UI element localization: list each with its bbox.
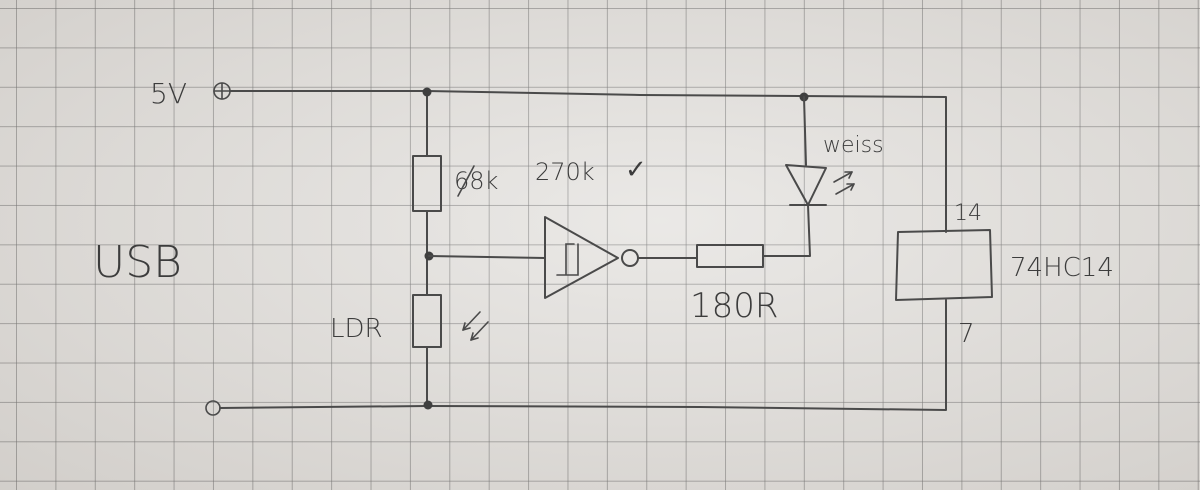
node-supply xyxy=(422,87,432,97)
series-resistor-symbol xyxy=(696,244,764,268)
supply-terminal xyxy=(213,82,231,100)
light-arrows-icon xyxy=(462,311,489,341)
schmitt-inverter-symbol xyxy=(544,216,639,299)
ldr-label: LDR xyxy=(330,314,383,344)
ground-rail xyxy=(219,299,947,411)
trigger-input-wire xyxy=(428,255,546,259)
strike-through xyxy=(457,165,475,197)
check-mark: ✓ xyxy=(625,155,647,185)
led-symbol xyxy=(785,164,827,206)
series-resistor-value: 180R xyxy=(690,286,779,326)
ground-terminal xyxy=(205,400,221,416)
supply-rail xyxy=(229,90,947,233)
output-wire xyxy=(637,204,811,259)
ldr-symbol xyxy=(412,294,442,348)
pin-gnd-label: 7 xyxy=(958,319,975,349)
node-ground xyxy=(423,400,433,410)
supply-label: 5V xyxy=(150,77,187,110)
ic-part-label: 74HC14 xyxy=(1010,253,1114,283)
fixed-resistor-value: 270k xyxy=(535,158,595,186)
led-color-label: weiss xyxy=(823,133,884,158)
usb-label: USB xyxy=(93,237,182,288)
led-wire-top xyxy=(803,96,807,166)
ic-package-symbol xyxy=(895,229,993,301)
fixed-resistor-symbol xyxy=(412,155,442,212)
pin-vcc-label: 14 xyxy=(954,201,982,226)
emission-arrows-icon xyxy=(833,171,855,195)
